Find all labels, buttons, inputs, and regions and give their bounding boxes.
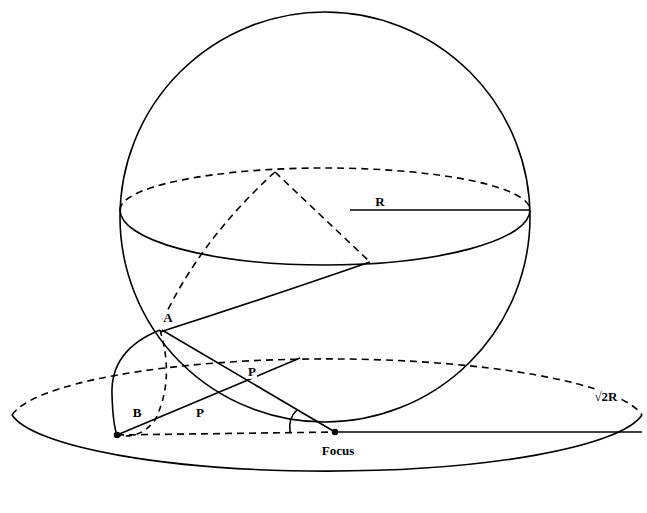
radius-line — [350, 209, 530, 211]
length-label: √2R — [593, 390, 618, 404]
plane-front — [12, 415, 642, 471]
angle-arc — [290, 410, 297, 432]
radius-label: R — [374, 195, 385, 209]
projection-line — [162, 330, 335, 432]
dashed-edge — [275, 172, 370, 262]
chord-line — [117, 358, 300, 435]
focus-label: Focus — [321, 444, 356, 458]
equator-back — [120, 168, 530, 210]
small-circle-back — [117, 330, 166, 436]
sphere-outline — [120, 12, 530, 422]
equator-front — [120, 210, 530, 265]
point-label: P — [195, 406, 205, 420]
focus-dot — [333, 430, 338, 435]
point-dot — [115, 433, 120, 438]
point-label: B — [132, 406, 143, 420]
dashed-baseline — [117, 432, 335, 435]
radius-plane-line — [335, 431, 642, 433]
point-label: A — [162, 311, 173, 325]
point-label: P — [247, 365, 257, 379]
plane-back — [12, 359, 642, 415]
great-circle-arc — [160, 262, 370, 332]
